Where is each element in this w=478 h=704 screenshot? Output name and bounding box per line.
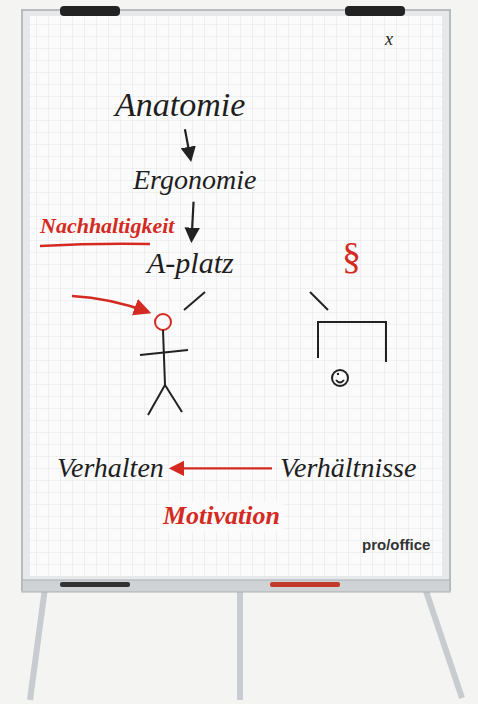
flow-arrow [185, 129, 191, 159]
marker-tray [22, 580, 450, 592]
flow-arrow [192, 202, 194, 240]
brand-logo: pro/office [362, 537, 430, 554]
handwritten-term: Ergonomie [129, 163, 260, 198]
handwritten-term: Verhalten [53, 451, 168, 486]
branch-line [184, 292, 205, 310]
term-text: Verhältnisse [280, 453, 416, 484]
handwritten-term: Anatomie [111, 84, 249, 125]
stick-figure [140, 314, 188, 415]
paper-clip [60, 6, 120, 16]
paper-grid [30, 16, 442, 576]
board-frame [22, 10, 450, 590]
term-text: Anatomie [115, 86, 245, 123]
pointer-arrow [72, 296, 148, 312]
term-text: Verhalten [57, 453, 164, 484]
flow-arrow [172, 467, 272, 469]
paper-clip [345, 6, 405, 16]
branch-line [310, 292, 328, 310]
workplace-sketch [318, 322, 386, 386]
term-text: A-platz [147, 246, 234, 279]
handwritten-term: Verhältnisse [276, 451, 420, 486]
handwritten-term: A-platz [143, 244, 238, 281]
easel-leg [237, 588, 243, 700]
paper-sheet [30, 16, 442, 576]
easel-leg [30, 588, 45, 700]
keyword-note: Nachhaltigkeit [40, 214, 174, 238]
marker [270, 582, 340, 587]
corner-mark: x [385, 30, 393, 50]
term-text: Ergonomie [133, 165, 256, 196]
underline-stroke [40, 244, 150, 246]
easel-leg [425, 588, 462, 698]
paragraph-symbol: § [342, 236, 361, 278]
marker [60, 582, 130, 587]
edge-label: Motivation [160, 502, 283, 531]
